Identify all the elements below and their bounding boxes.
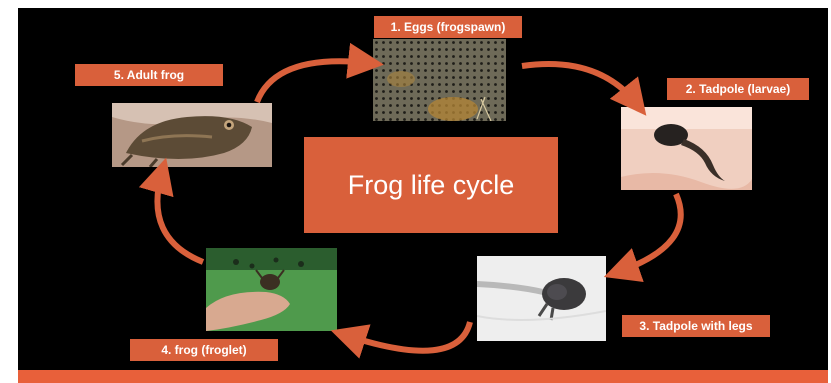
- diagram-title: Frog life cycle: [304, 137, 558, 233]
- cycle-arrow-tadpole-to-legs: [618, 194, 681, 272]
- cycle-arrow-legs-to-froglet: [345, 322, 470, 351]
- stage-label-adult: 5. Adult frog: [75, 64, 223, 86]
- stage-label-eggs: 1. Eggs (frogspawn): [374, 16, 522, 38]
- stage-label-froglet: 4. frog (froglet): [130, 339, 278, 361]
- cycle-arrow-froglet-to-adult: [157, 172, 203, 262]
- stage-label-tadpole-with-legs: 3. Tadpole with legs: [622, 315, 770, 337]
- stage-label-tadpole: 2. Tadpole (larvae): [667, 78, 809, 100]
- cycle-arrow-eggs-to-tadpole: [522, 64, 637, 104]
- cycle-arrow-adult-to-eggs: [257, 61, 369, 102]
